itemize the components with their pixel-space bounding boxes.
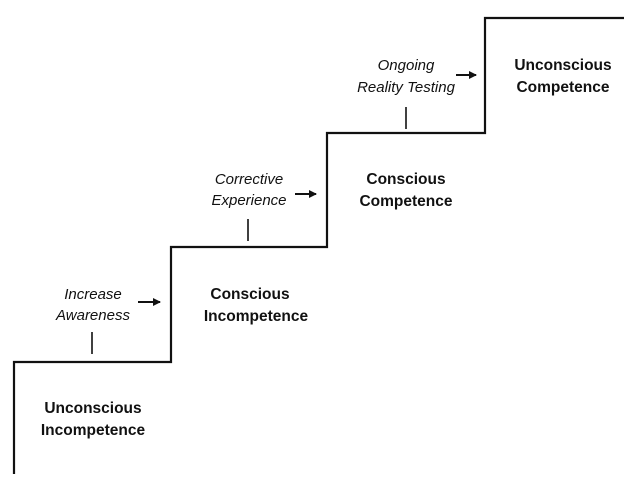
stage-unconscious-incompetence: Unconscious Incompetence: [41, 400, 146, 439]
stage-label-line1: Unconscious: [44, 400, 141, 417]
transition-ongoing-reality-testing: Ongoing Reality Testing: [357, 57, 477, 129]
stage-label-line2: Competence: [516, 79, 609, 96]
stage-conscious-incompetence: Conscious Incompetence: [204, 286, 309, 325]
transition-label-line2: Experience: [211, 192, 286, 209]
staircase-line: [12, 16, 624, 474]
stage-conscious-competence: Conscious Competence: [359, 171, 452, 210]
stage-label-line1: Conscious: [366, 171, 445, 188]
stage-label-line1: Conscious: [210, 286, 289, 303]
stage-label-line1: Unconscious: [514, 57, 611, 74]
stage-label-line2: Incompetence: [41, 422, 146, 439]
transition-corrective-experience: Corrective Experience: [211, 171, 317, 241]
transition-increase-awareness: Increase Awareness: [55, 286, 161, 354]
transition-label-line1: Ongoing: [378, 57, 435, 74]
transition-label-line1: Increase: [64, 286, 122, 303]
stage-unconscious-competence: Unconscious Competence: [514, 57, 611, 96]
stage-label-line2: Incompetence: [204, 308, 309, 325]
transition-label-line1: Corrective: [215, 171, 283, 188]
transition-label-line2: Reality Testing: [357, 79, 455, 96]
stage-label-line2: Competence: [359, 193, 452, 210]
transition-label-line2: Awareness: [55, 307, 130, 324]
